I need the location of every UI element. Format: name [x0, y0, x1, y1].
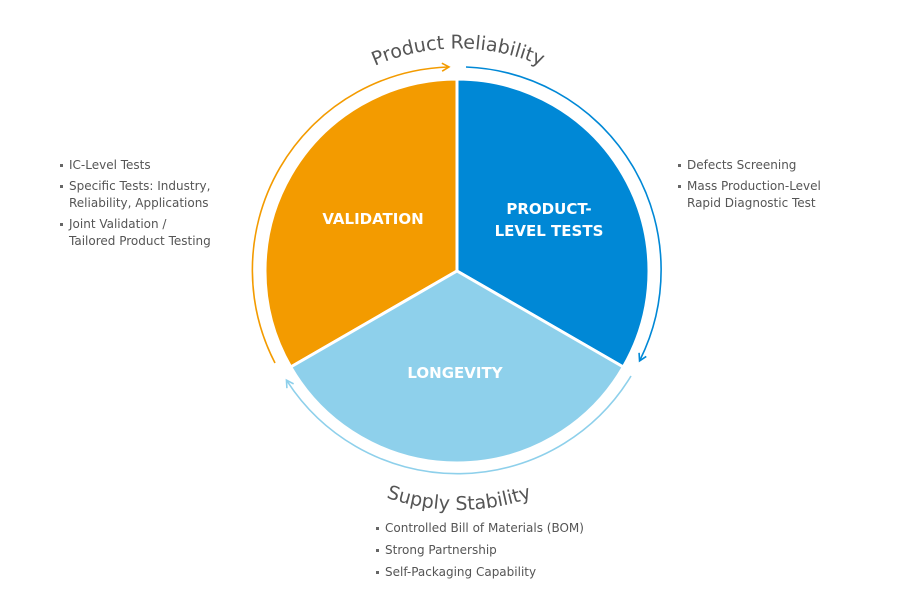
list-item: Joint Validation / Tailored Product Test… [60, 216, 260, 250]
product-level-tests-label-line2: LEVEL TESTS [495, 222, 604, 240]
product-level-tests-label-line1: PRODUCT- [506, 200, 591, 218]
list-item: Specific Tests: Industry, Reliability, A… [60, 178, 260, 212]
longevity-segment [288, 269, 626, 465]
supply-stability-title: Supply Stability [385, 481, 534, 515]
product-reliability-title: Product Reliability [368, 31, 547, 70]
validation-bullet-list: IC-Level Tests Specific Tests: Industry,… [60, 157, 260, 254]
list-item: Mass Production-Level Rapid Diagnostic T… [678, 178, 878, 212]
validation-label: VALIDATION [322, 210, 423, 228]
validation-segment [263, 77, 459, 370]
list-item: IC-Level Tests [60, 157, 260, 174]
product-tests-cycle-arrow [465, 66, 662, 363]
list-item: Self-Packaging Capability [376, 564, 636, 581]
list-item: Strong Partnership [376, 542, 636, 559]
product-tests-bullet-list: Defects Screening Mass Production-Level … [678, 157, 878, 216]
longevity-cycle-arrow [285, 375, 632, 475]
supply-stability-bullet-list: Controlled Bill of Materials (BOM) Stron… [376, 520, 636, 586]
list-item: Controlled Bill of Materials (BOM) [376, 520, 636, 537]
longevity-label: LONGEVITY [407, 364, 503, 382]
list-item: Defects Screening [678, 157, 878, 174]
validation-cycle-arrow [251, 62, 451, 364]
product-level-tests-segment [455, 77, 651, 370]
